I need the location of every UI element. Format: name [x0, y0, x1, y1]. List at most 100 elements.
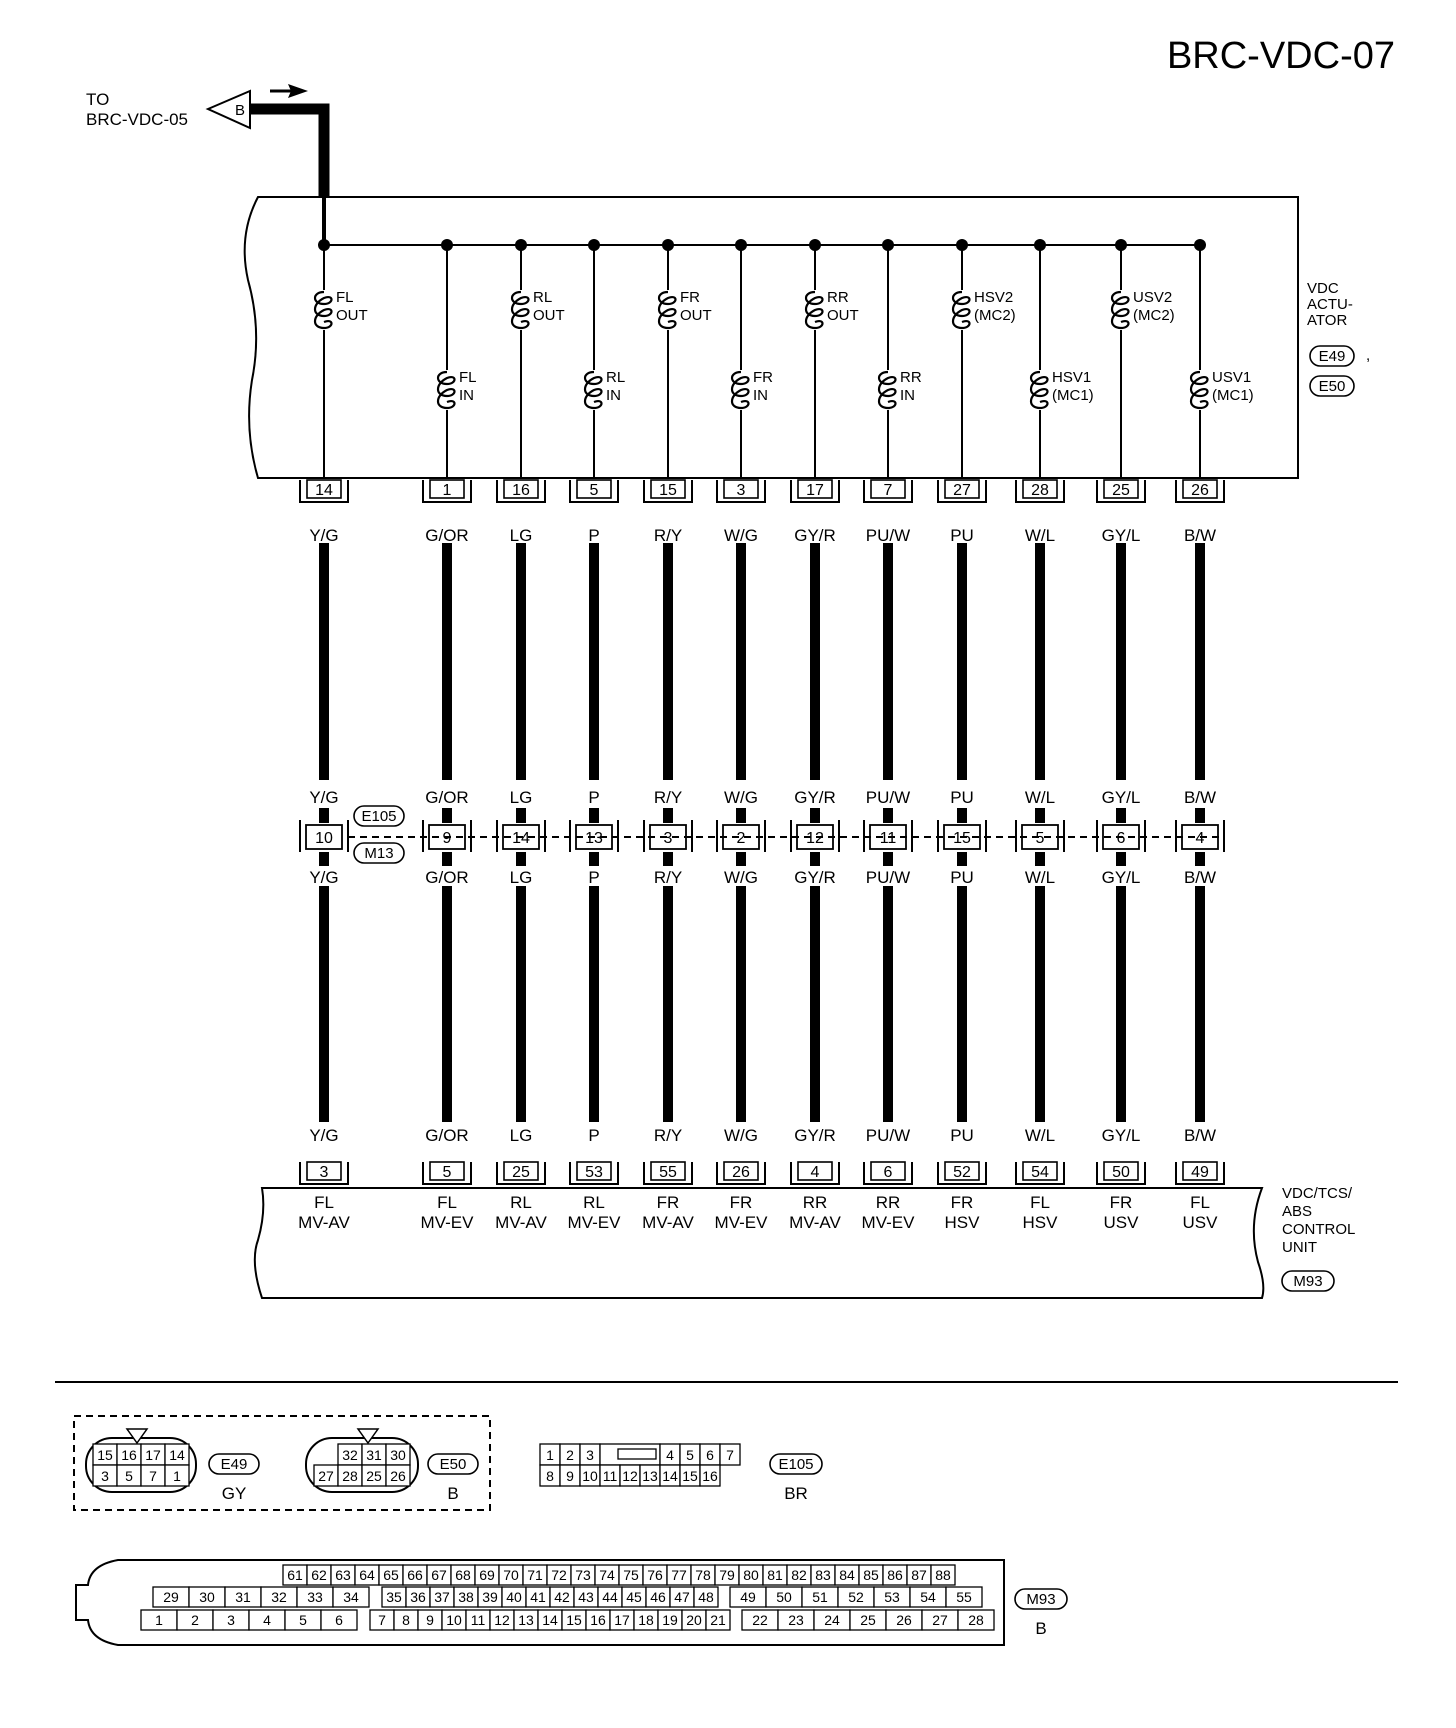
wire-color-label: W/L: [1025, 526, 1055, 545]
actuator-pin: [1022, 479, 1058, 499]
connector-cavity-number: 8: [546, 1468, 554, 1484]
wire-color-label: GY/L: [1102, 526, 1141, 545]
solenoid-coil-icon: [877, 370, 897, 410]
connector-cavity-number: 13: [518, 1612, 534, 1628]
solenoid-name: IN: [606, 387, 621, 404]
wire-color-label: G/OR: [425, 868, 468, 887]
control-unit-terminal-label: FL: [437, 1193, 457, 1212]
solenoid-name: OUT: [336, 307, 368, 324]
to-reference-label: BRC-VDC-05: [86, 110, 188, 129]
wire-color-label: B/W: [1184, 788, 1216, 807]
control-unit-pin-number: 4: [811, 1164, 820, 1181]
wire-color-label: PU: [950, 868, 974, 887]
joint-pin-number: 6: [1117, 830, 1126, 847]
control-unit-name-line: ABS: [1282, 1203, 1312, 1220]
connector-cavity-number: 1: [155, 1612, 163, 1628]
control-unit-pin: [306, 1161, 342, 1181]
solenoid-name: (MC2): [974, 307, 1016, 324]
connector-cavity: [320, 1609, 358, 1631]
connector-cavity-number: 29: [163, 1589, 179, 1605]
connector-cavity-number: 23: [788, 1612, 804, 1628]
connector-cavity-number: 6: [706, 1447, 714, 1463]
connector-cavity-number: 71: [527, 1567, 543, 1583]
reference-flag-letter: B: [235, 102, 245, 119]
connector-cavity-number: 54: [920, 1589, 936, 1605]
joint-pin-number: 10: [315, 830, 333, 847]
connector-cavity-number: 47: [674, 1589, 690, 1605]
connector-cavity-number: 16: [702, 1468, 718, 1484]
connector-cavity-number: 79: [719, 1567, 735, 1583]
connector-cavity-number: 7: [726, 1447, 734, 1463]
connector-cavity-number: 15: [566, 1612, 582, 1628]
wire-color-label: GY/R: [794, 788, 836, 807]
connector-cavity-number: 32: [342, 1447, 358, 1463]
connector-cavity-number: 14: [542, 1612, 558, 1628]
joint-pin-number: 15: [953, 830, 971, 847]
connector-cavity: [719, 1443, 741, 1466]
control-unit-block: [253, 1187, 1265, 1299]
actuator-block: [243, 196, 1299, 479]
joint-pin-number: 5: [1036, 830, 1045, 847]
control-unit-terminal-label: RL: [510, 1193, 532, 1212]
connector-cavity-number: 53: [884, 1589, 900, 1605]
actuator-pin: [723, 479, 759, 499]
connector-cavity-number: 31: [366, 1447, 382, 1463]
splice-dot: [735, 239, 747, 251]
control-unit-terminal-label: MV-EV: [715, 1213, 769, 1232]
actuator-pin-number: 3: [737, 482, 746, 499]
connector-m93-badge: [1281, 1270, 1335, 1292]
joint-pin-number: 4: [1196, 830, 1205, 847]
connector-cavity-number: 41: [530, 1589, 546, 1605]
control-unit-pin: [1103, 1161, 1139, 1181]
splice-dot: [882, 239, 894, 251]
connector-color: GY: [222, 1484, 247, 1503]
connector-cavity-number: 33: [307, 1589, 323, 1605]
wire-color-label: PU: [950, 1126, 974, 1145]
connector-cavity-number: 2: [566, 1447, 574, 1463]
solenoid-name: OUT: [533, 307, 565, 324]
joint-pin-number: 13: [585, 830, 603, 847]
wire-color-label: W/G: [724, 1126, 758, 1145]
connector-cavity-number: 69: [479, 1567, 495, 1583]
connector-cavity-number: 30: [199, 1589, 215, 1605]
connector-cavity-number: 10: [446, 1612, 462, 1628]
actuator-pin: [944, 479, 980, 499]
connector-cavity-number: 77: [671, 1567, 687, 1583]
arrow-right-icon: [288, 84, 308, 98]
actuator-pin: [503, 479, 539, 499]
actuator-pin-number: 15: [659, 482, 677, 499]
wire-color-label: W/G: [724, 788, 758, 807]
joint-pin-number: 2: [737, 830, 746, 847]
connector-cavity-number: 34: [343, 1589, 359, 1605]
wire-color-label: G/OR: [425, 788, 468, 807]
connector-cavity-number: 80: [743, 1567, 759, 1583]
connector-cavity-number: 42: [554, 1589, 570, 1605]
connector-e49-face-badge: [208, 1453, 260, 1475]
connector-separator: ,: [1366, 347, 1370, 364]
wire-color-label: B/W: [1184, 868, 1216, 887]
control-unit-pin-number: 55: [659, 1164, 677, 1181]
connector-cavity-number: 28: [968, 1612, 984, 1628]
connector-cavity-number: 8: [402, 1612, 410, 1628]
connector-cavity-number: 40: [506, 1589, 522, 1605]
connector-cavity-number: 87: [911, 1567, 927, 1583]
connector-cavity-number: 1: [173, 1468, 181, 1484]
actuator-pin-number: 17: [806, 482, 824, 499]
wire-color-label: PU: [950, 788, 974, 807]
connector-m13-badge: [353, 842, 405, 864]
control-unit-pin: [797, 1161, 833, 1181]
splice-dot: [809, 239, 821, 251]
control-unit-pin: [1182, 1161, 1218, 1181]
wire-color-label: Y/G: [309, 868, 338, 887]
connector-cavity-number: 85: [863, 1567, 879, 1583]
wire-color-label: W/G: [724, 526, 758, 545]
solenoid-name: IN: [900, 387, 915, 404]
connector-cavity-number: 7: [378, 1612, 386, 1628]
control-unit-pin-number: 26: [732, 1164, 750, 1181]
control-unit-pin-number: 25: [512, 1164, 530, 1181]
connector-m93-face-label: M93: [1026, 1591, 1055, 1608]
control-unit-pin: [576, 1161, 612, 1181]
